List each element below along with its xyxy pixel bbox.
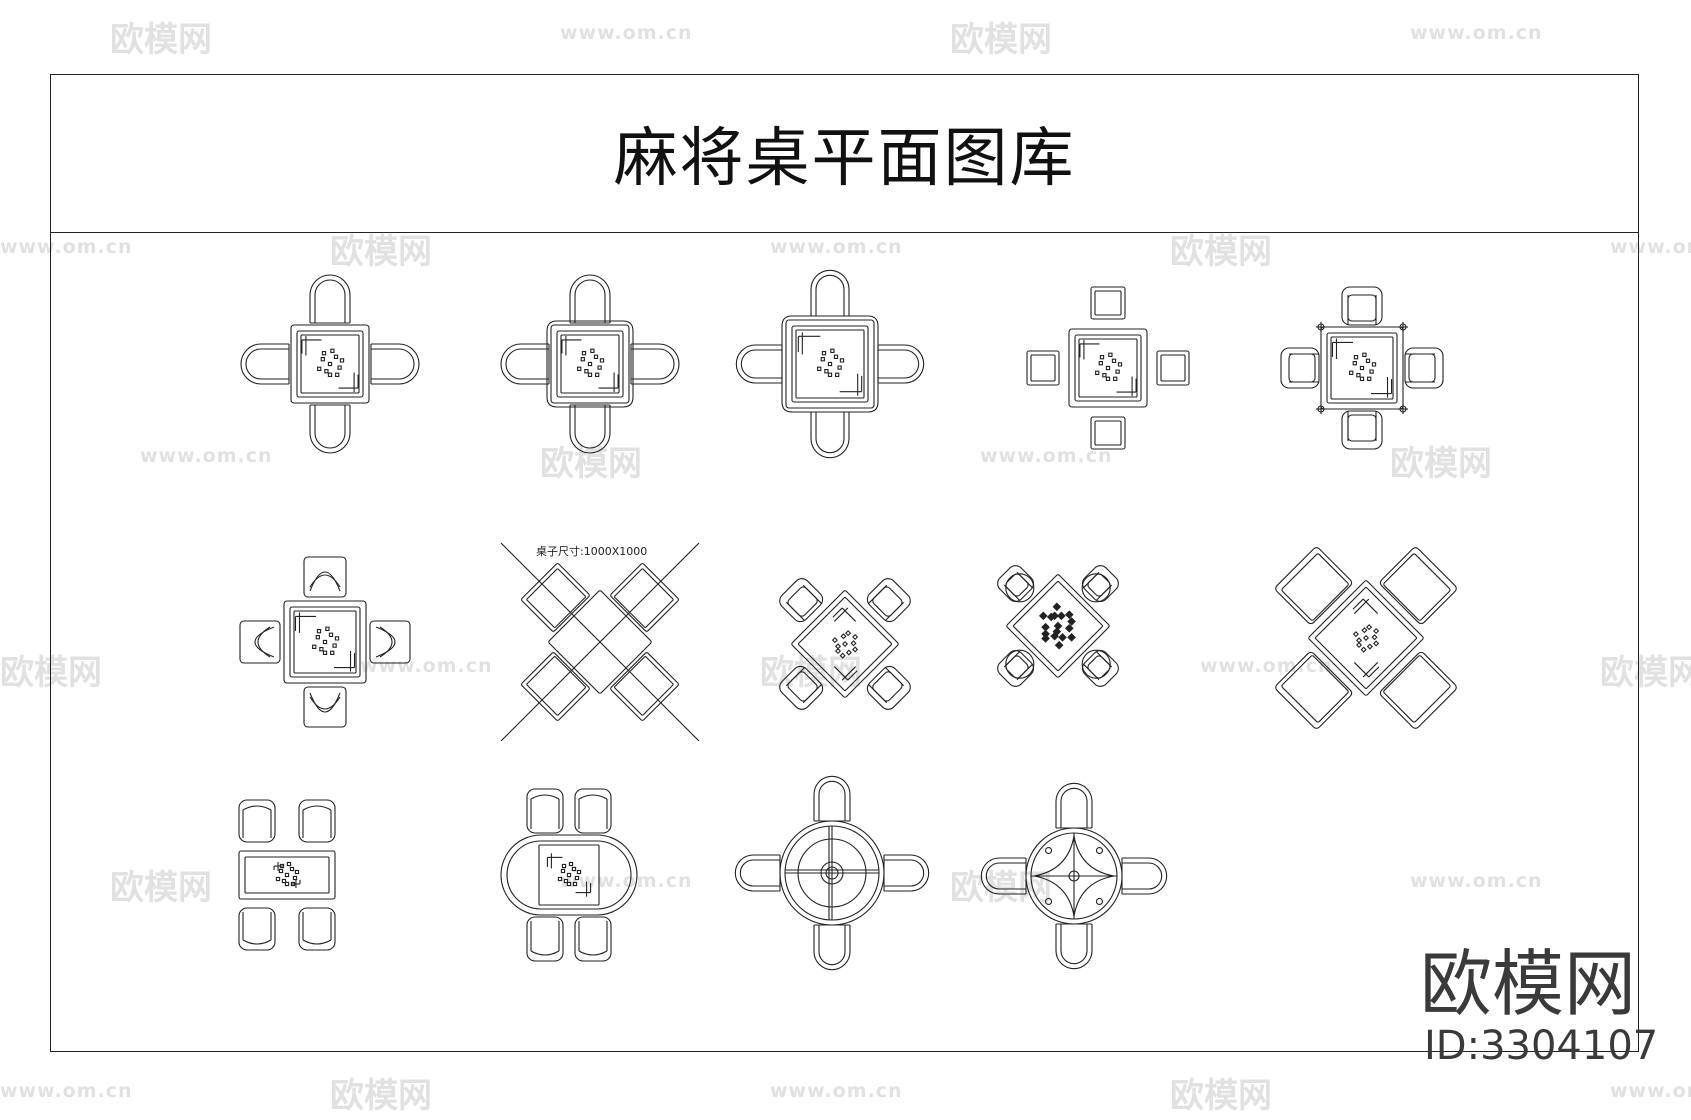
diagonal-table-armchairs [776, 575, 913, 712]
brand-logo-text: 欧模网 [1420, 942, 1637, 1026]
chair [864, 575, 913, 624]
chair [811, 270, 849, 316]
chair [371, 344, 419, 384]
chair [994, 644, 1040, 690]
diagonal-table-large-chairs [1274, 546, 1458, 730]
chair [1076, 644, 1122, 690]
round-table-cross-top [735, 776, 928, 969]
chair [878, 345, 924, 383]
chair [1379, 651, 1458, 730]
chair [1281, 348, 1319, 388]
square-table-lounge-chairs [240, 557, 410, 727]
chair [299, 908, 335, 950]
chair [527, 917, 563, 961]
table-top [1308, 580, 1424, 696]
title-band: 麻将桌平面图库 [50, 74, 1639, 233]
chair [299, 800, 335, 842]
chair [1157, 351, 1189, 385]
table-top [791, 590, 899, 698]
chair [1274, 651, 1353, 730]
chair [776, 663, 825, 712]
chair [570, 405, 610, 453]
chair [241, 344, 289, 384]
oval-table-six-chairs [501, 789, 637, 961]
chair [310, 405, 350, 453]
chair [1091, 417, 1125, 449]
chair [1056, 783, 1092, 828]
chair [736, 345, 782, 383]
chair [1274, 546, 1353, 625]
chair [814, 925, 850, 970]
chair [501, 344, 549, 384]
chair [1027, 351, 1059, 385]
chair [239, 908, 275, 950]
diagonal-table-swivel-chairs [994, 562, 1121, 689]
drawing-frame [50, 74, 1639, 1052]
chair [304, 557, 346, 597]
square-table-curved-chairs-2 [501, 275, 679, 453]
rectangular-table-six-chairs [239, 800, 335, 950]
chair [570, 275, 610, 323]
diagonal-table-1000x1000 [501, 543, 699, 741]
chair [310, 275, 350, 323]
chair [240, 621, 280, 663]
chair [735, 855, 780, 891]
table-dimension-label: 桌子尺寸:1000X1000 [536, 545, 648, 558]
chair [239, 800, 275, 842]
chair [631, 344, 679, 384]
chair [776, 575, 825, 624]
chair [1122, 858, 1167, 894]
round-table-star-top [981, 783, 1166, 968]
chair [1405, 348, 1443, 388]
brand-id: ID:3304107 [1424, 1023, 1659, 1069]
chair [1379, 546, 1458, 625]
chair [1342, 287, 1382, 325]
chair [575, 917, 611, 961]
chair [811, 412, 849, 458]
chair [994, 562, 1040, 608]
square-table-armchairs [1281, 287, 1443, 449]
chair [884, 855, 929, 891]
table-top [1006, 574, 1110, 678]
chair [981, 858, 1026, 894]
page-title: 麻将桌平面图库 [613, 122, 1076, 196]
chair [864, 663, 913, 712]
chair [814, 776, 850, 821]
chair [1056, 924, 1092, 969]
chair [370, 621, 410, 663]
chair [1342, 411, 1382, 449]
chair [304, 687, 346, 727]
chair [527, 789, 563, 833]
square-table-ornate-edge [736, 270, 923, 457]
chair [1076, 562, 1122, 608]
square-table-square-stools [1027, 287, 1189, 449]
chair [1091, 287, 1125, 319]
chair [575, 789, 611, 833]
square-table-curved-chairs-1 [241, 275, 419, 453]
